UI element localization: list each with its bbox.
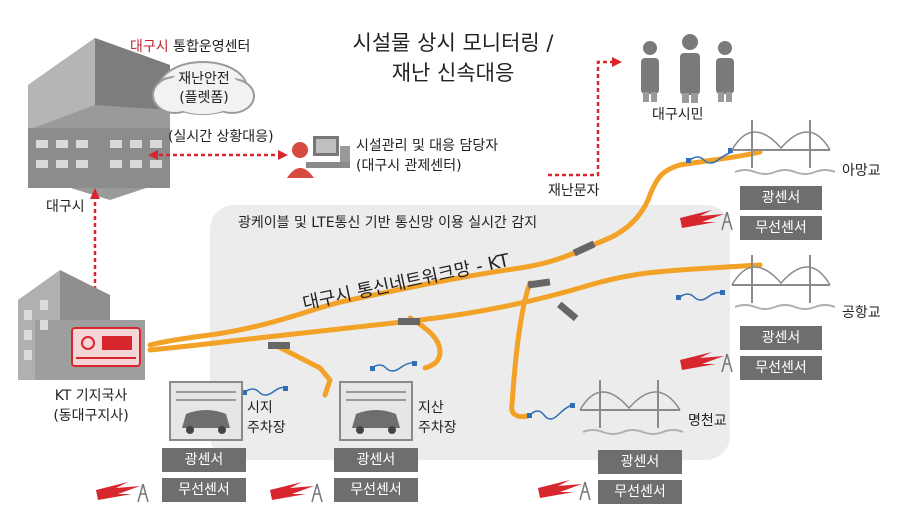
site-name-jisan: 지산 주차장: [418, 398, 457, 438]
operator-line-2: (대구시 관제센터): [356, 158, 462, 174]
daegu-center-label: 대구시 통합운영센터: [130, 36, 250, 56]
bridge-myeongcheon-icon: [579, 380, 684, 435]
bridge-gonghang-icon: [731, 255, 836, 310]
sensor-optical-gonghang: 광센서: [740, 326, 822, 350]
sms-link: [548, 60, 612, 177]
cloud-label-line-1: 재난안전: [178, 71, 230, 87]
daegu-building-icon: [28, 38, 170, 200]
sms-label: 재난문자: [548, 183, 600, 199]
network-joints: [268, 240, 596, 349]
site-name-jisan-line-2: 주차장: [418, 420, 457, 436]
sensor-optical-amang: 광센서: [740, 186, 822, 210]
site-name-jisan-line-1: 지산: [418, 400, 444, 416]
site-name-amang: 아망교: [842, 163, 881, 179]
network-lines: [147, 149, 763, 420]
site-name-siji-line-2: 주차장: [247, 420, 286, 436]
site-name-siji-line-1: 시지: [247, 400, 273, 416]
bridge-amang-icon: [731, 120, 836, 175]
sensor-optical-jisan: 광센서: [334, 448, 418, 472]
kt-station-line-2: (동대구지사): [53, 408, 129, 424]
sensor-wireless-siji: 무선센서: [162, 478, 246, 502]
site-name-siji: 시지 주차장: [247, 398, 286, 438]
operator-label: 시설관리 및 대응 담당자 (대구시 관제센터): [356, 136, 498, 176]
parking-siji-icon: [169, 381, 243, 441]
title-line-2: 재난 신속대응: [391, 61, 515, 85]
cloud-icon: [152, 61, 255, 115]
kt-station-label: KT 기지국사 (동대구지사): [36, 386, 146, 426]
cloud-label-line-2: (플렛폼): [179, 90, 229, 106]
sensor-wireless-myeongcheon: 무선센서: [598, 480, 682, 504]
network-caption: 광케이블 및 LTE통신 기반 통신망 이용 실시간 감지: [238, 215, 538, 231]
diagram-title: 시설물 상시 모니터링 / 재난 신속대응: [318, 28, 588, 88]
title-line-1: 시설물 상시 모니터링 /: [352, 31, 554, 55]
operator-line-1: 시설관리 및 대응 담당자: [356, 138, 499, 154]
alert-sensor-icon: [96, 210, 724, 500]
sensor-wireless-jisan: 무선센서: [334, 478, 418, 502]
parking-jisan-icon: [339, 381, 413, 441]
citizens-label: 대구시민: [652, 107, 704, 123]
daegu-center-city: 대구시: [130, 39, 169, 55]
site-name-myeongcheon: 명천교: [688, 413, 727, 429]
sensor-optical-siji: 광센서: [162, 448, 246, 472]
sensor-cables: [244, 151, 733, 420]
sensor-wireless-amang: 무선센서: [740, 216, 822, 240]
citizens-icon: [641, 34, 734, 103]
daegu-building-label: 대구시: [46, 199, 85, 215]
daegu-center-rest: 통합운영센터: [168, 39, 251, 55]
sensor-optical-myeongcheon: 광센서: [598, 450, 682, 474]
sensor-wireless-gonghang: 무선센서: [740, 356, 822, 380]
cloud-label: 재난안전 (플렛폼): [175, 70, 233, 108]
site-name-gonghang: 공항교: [842, 305, 881, 321]
realtime-response-label: (실시간 상황대응): [168, 129, 274, 145]
kt-station-line-1: KT 기지국사: [54, 388, 128, 404]
operator-icon: [287, 136, 350, 178]
kt-station-icon: [18, 270, 145, 380]
